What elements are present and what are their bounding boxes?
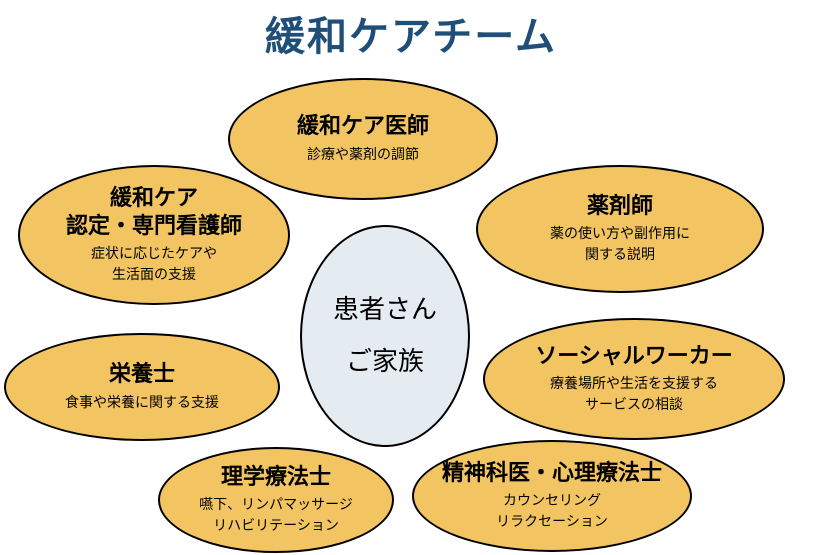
role-name: 栄養士	[108, 362, 175, 388]
diagram-title: 緩和ケアチーム	[265, 14, 557, 60]
role-name: ソーシャルワーカー	[535, 343, 733, 369]
center-patient-family: 患者さん ご家族	[300, 225, 470, 447]
role-physical-therapist: 理学療法士 嚥下、リンパマッサージ リハビリテーション	[158, 447, 394, 553]
role-description: 食事や栄養に関する支援	[65, 394, 219, 411]
role-nurse: 緩和ケア 認定・専門看護師 症状に応じたケアや 生活面の支援	[18, 165, 290, 305]
role-social-worker: ソーシャルワーカー 療養場所や生活を支援する サービスの相談	[483, 318, 785, 440]
role-description: 療養場所や生活を支援する サービスの相談	[550, 376, 718, 413]
role-name: 緩和ケア医師	[296, 114, 429, 140]
role-name: 精神科医・心理療法士	[441, 460, 662, 486]
role-description: カウンセリング リラクセーション	[496, 493, 608, 530]
role-description: 症状に応じたケアや 生活面の支援	[91, 246, 217, 283]
role-pharmacist: 薬剤師 薬の使い方や副作用に 関する説明	[476, 165, 764, 293]
center-label-family: ご家族	[345, 347, 424, 377]
role-physician: 緩和ケア医師 診療や薬剤の調節	[228, 78, 498, 200]
role-description: 嚥下、リンパマッサージ リハビリテーション	[199, 497, 353, 534]
role-name: 理学療法士	[220, 464, 331, 490]
role-name: 薬剤師	[586, 193, 653, 219]
role-description: 薬の使い方や副作用に 関する説明	[550, 226, 690, 263]
role-description: 診療や薬剤の調節	[307, 146, 419, 163]
role-dietitian: 栄養士 食事や栄養に関する支援	[4, 333, 280, 441]
role-psychiatrist: 精神科医・心理療法士 カウンセリング リラクセーション	[412, 440, 692, 552]
role-name: 緩和ケア 認定・専門看護師	[65, 186, 242, 239]
center-label-patient: 患者さん	[332, 295, 437, 325]
